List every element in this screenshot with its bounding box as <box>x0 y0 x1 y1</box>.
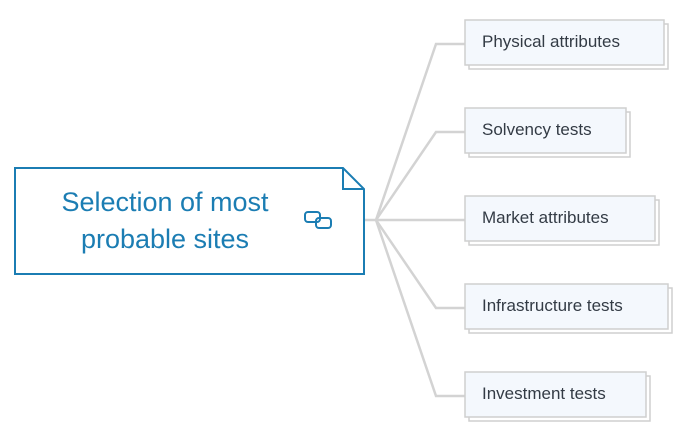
root-topic-shape[interactable] <box>14 167 365 275</box>
root-topic-line-2: probable sites <box>80 224 250 254</box>
connector-investment-tests <box>374 219 465 398</box>
root-topic-line-1: Selection of most <box>61 187 269 217</box>
child-topic-solvency-tests[interactable] <box>464 107 631 158</box>
child-label-market-attributes: Market attributes <box>482 208 609 227</box>
child-topic-market-attributes[interactable] <box>464 195 660 246</box>
root-topic-label: Selection of most probable sites <box>22 184 308 258</box>
child-label-physical-attributes: Physical attributes <box>482 32 620 51</box>
connector-solvency-tests <box>374 130 465 221</box>
child-topic-infrastructure-tests[interactable] <box>464 283 673 334</box>
connector-infrastructure-tests <box>374 219 465 310</box>
connector-physical-attributes <box>365 42 465 222</box>
linked-topic-icon[interactable] <box>303 209 335 231</box>
child-label-infrastructure-tests: Infrastructure tests <box>482 296 623 315</box>
child-topic-investment-tests[interactable] <box>464 371 651 422</box>
connectors <box>365 42 465 398</box>
child-label-investment-tests: Investment tests <box>482 384 606 403</box>
child-label-solvency-tests: Solvency tests <box>482 120 592 139</box>
child-topic-physical-attributes[interactable] <box>464 19 669 70</box>
